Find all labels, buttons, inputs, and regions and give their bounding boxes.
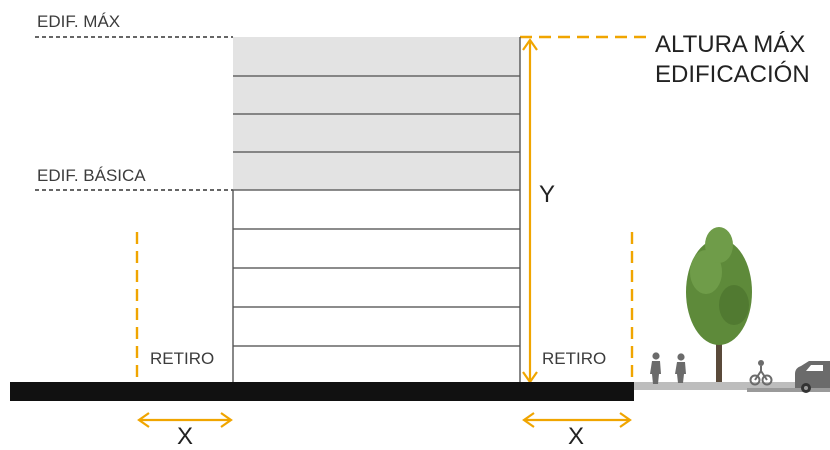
car-icon <box>795 361 830 393</box>
retiro-left-label: RETIRO <box>150 349 215 368</box>
setback-dimension-arrow-right <box>522 412 632 428</box>
tree-icon <box>686 227 752 382</box>
setback-x-label-right: X <box>568 423 585 450</box>
building <box>232 37 521 385</box>
height-y-label: Y <box>539 181 556 208</box>
pedestrian-icon <box>675 353 686 383</box>
setback-dimension-arrow-left <box>137 412 233 428</box>
basic-floors-block <box>233 190 520 385</box>
pedestrian-icon <box>650 352 661 384</box>
floor-lines <box>233 75 520 347</box>
cyclist-icon <box>749 360 773 386</box>
ground-line <box>10 382 634 401</box>
setback-x-label-left: X <box>177 423 194 450</box>
edif-basica-label: EDIF. BÁSICA <box>37 166 146 185</box>
street-curb <box>747 388 830 392</box>
height-dimension-arrow <box>522 38 538 384</box>
sidewalk <box>634 382 830 390</box>
altura-max-label-line1: ALTURA MÁX <box>655 31 806 58</box>
retiro-right-label: RETIRO <box>542 349 607 368</box>
edif-max-label: EDIF. MÁX <box>37 12 121 31</box>
altura-max-label-line2: EDIFICACIÓN <box>655 61 810 88</box>
